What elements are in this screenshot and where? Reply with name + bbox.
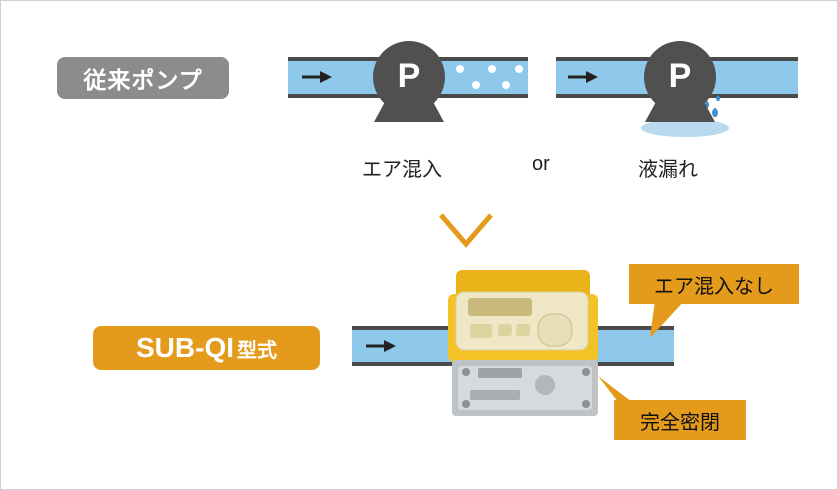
caption-leak: 液漏れ <box>638 157 698 181</box>
product-model-suffix: 型式 <box>237 337 277 362</box>
conventional-pump-label: 従来ポンプ <box>57 57 229 99</box>
product-model-label: SUB-QI 型式 <box>93 326 320 370</box>
flow-arrow-icon <box>302 71 332 83</box>
product-model-name: SUB-QI <box>136 332 234 363</box>
callout-sealed: 完全密閉 <box>614 400 746 440</box>
chevron-down-icon <box>439 213 493 248</box>
pump-right-icon <box>644 41 716 122</box>
pump-letter-right: P <box>668 57 692 95</box>
pump-left-icon <box>373 41 445 122</box>
sub-qi-pump-device <box>448 270 598 416</box>
caption-or: or <box>532 153 550 175</box>
flow-arrow-icon <box>568 71 598 83</box>
air-bubbles-icon <box>456 65 523 89</box>
caption-air-entrainment: エア混入 <box>362 157 442 181</box>
pump-letter-left: P <box>397 57 421 95</box>
flow-arrow-icon <box>366 340 396 352</box>
callout-no-air: エア混入なし <box>629 264 799 304</box>
callout-tail-top <box>650 300 685 338</box>
